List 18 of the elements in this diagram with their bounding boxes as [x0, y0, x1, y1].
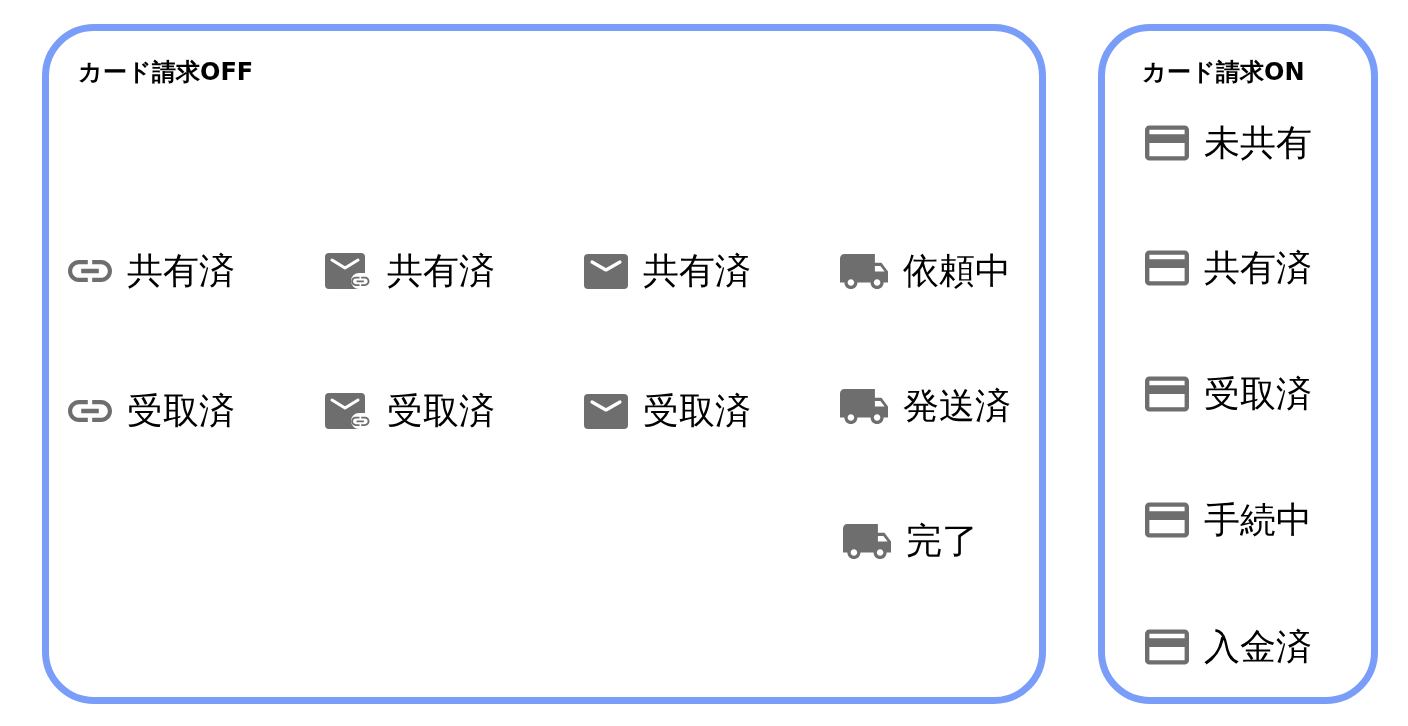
status-text: 発送済 [903, 384, 1011, 428]
status-text: 共有済 [127, 249, 235, 293]
status-text: 受取済 [387, 389, 495, 433]
status-text: 受取済 [127, 389, 235, 433]
status-text: 共有済 [1204, 246, 1312, 290]
status-text: 手続中 [1204, 498, 1312, 542]
panel-heading: カード請求OFF [78, 58, 254, 86]
status-text: 共有済 [387, 249, 495, 293]
status-text: 完了 [906, 519, 978, 563]
status-text: 受取済 [1204, 372, 1312, 416]
status-text: 入金済 [1204, 625, 1312, 669]
status-text: 依頼中 [903, 249, 1011, 293]
status-text: 共有済 [643, 249, 751, 293]
status-text: 未共有 [1204, 121, 1312, 165]
panel-heading: カード請求ON [1142, 58, 1305, 86]
panel [1098, 24, 1378, 704]
status-text: 受取済 [643, 389, 751, 433]
panel [42, 24, 1046, 704]
